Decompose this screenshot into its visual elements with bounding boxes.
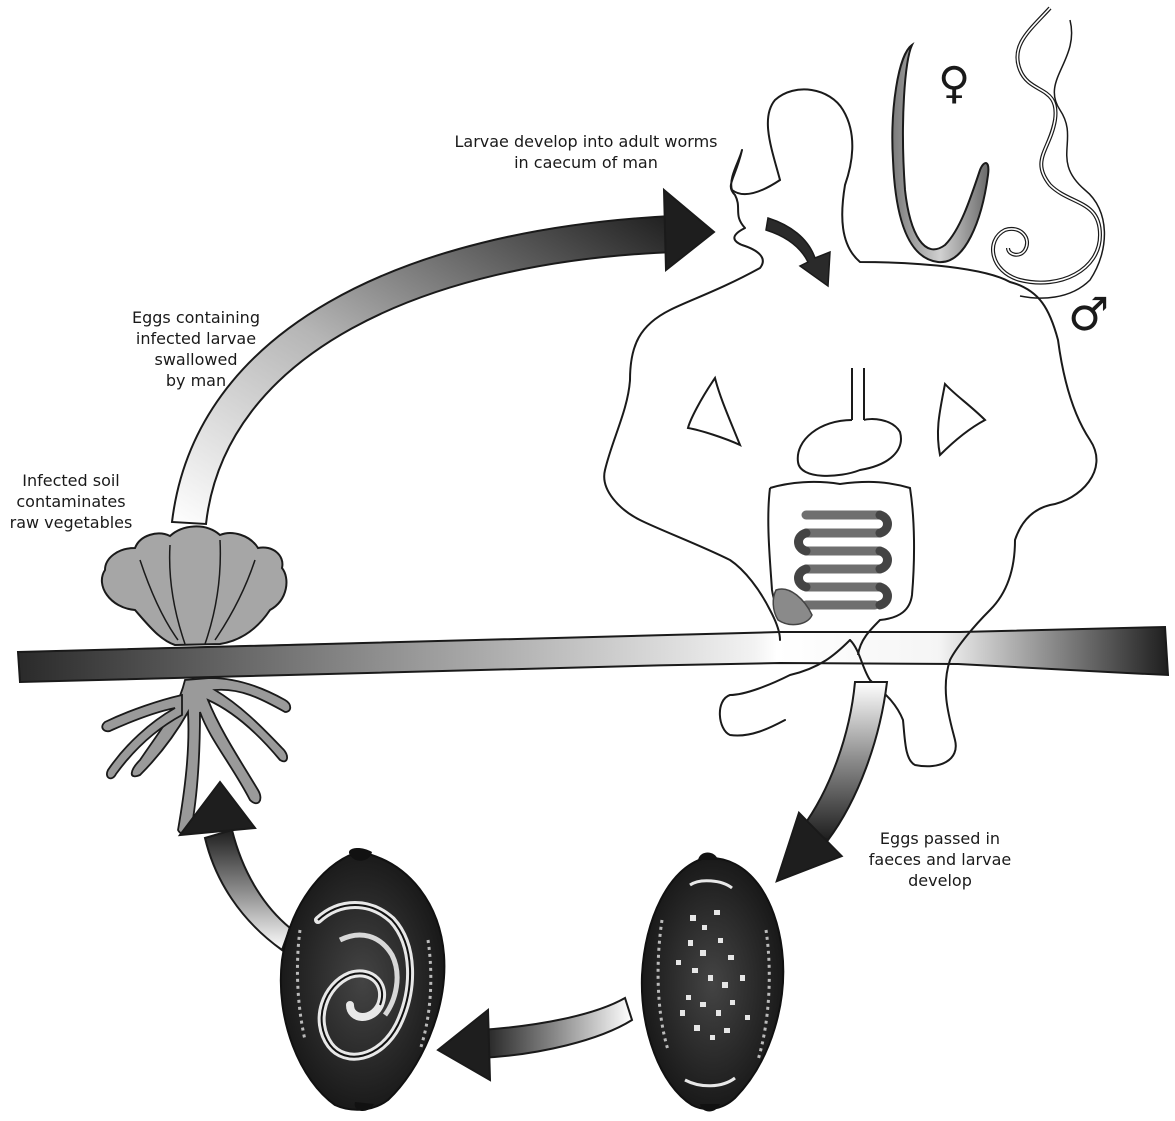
vegetable-roots — [102, 678, 290, 833]
swallow-arrow — [766, 218, 830, 286]
label-eggs-swallowed: Eggs containing infected larvae swallowe… — [96, 307, 296, 391]
label-infected-soil: Infected soil contaminates raw vegetable… — [0, 470, 142, 533]
digestive-tract — [798, 368, 901, 476]
female-symbol: ♀ — [938, 58, 970, 109]
male-worm-tail — [1020, 20, 1104, 298]
left-lung — [688, 378, 740, 445]
embryonated-egg — [281, 848, 445, 1111]
label-adult-worms: Larvae develop into adult worms in caecu… — [404, 131, 768, 173]
caecum-infection — [773, 589, 812, 625]
up-arrow-to-soil — [180, 782, 290, 950]
small-intestine-coil — [799, 515, 888, 605]
arrow-egg-to-egg — [438, 998, 632, 1080]
unembryonated-egg — [642, 853, 783, 1112]
right-lung — [938, 384, 985, 455]
label-eggs-faeces: Eggs passed in faeces and larvae develop — [850, 828, 1030, 891]
male-symbol: ♂ — [1068, 287, 1109, 341]
lettuce-vegetable — [102, 526, 287, 645]
